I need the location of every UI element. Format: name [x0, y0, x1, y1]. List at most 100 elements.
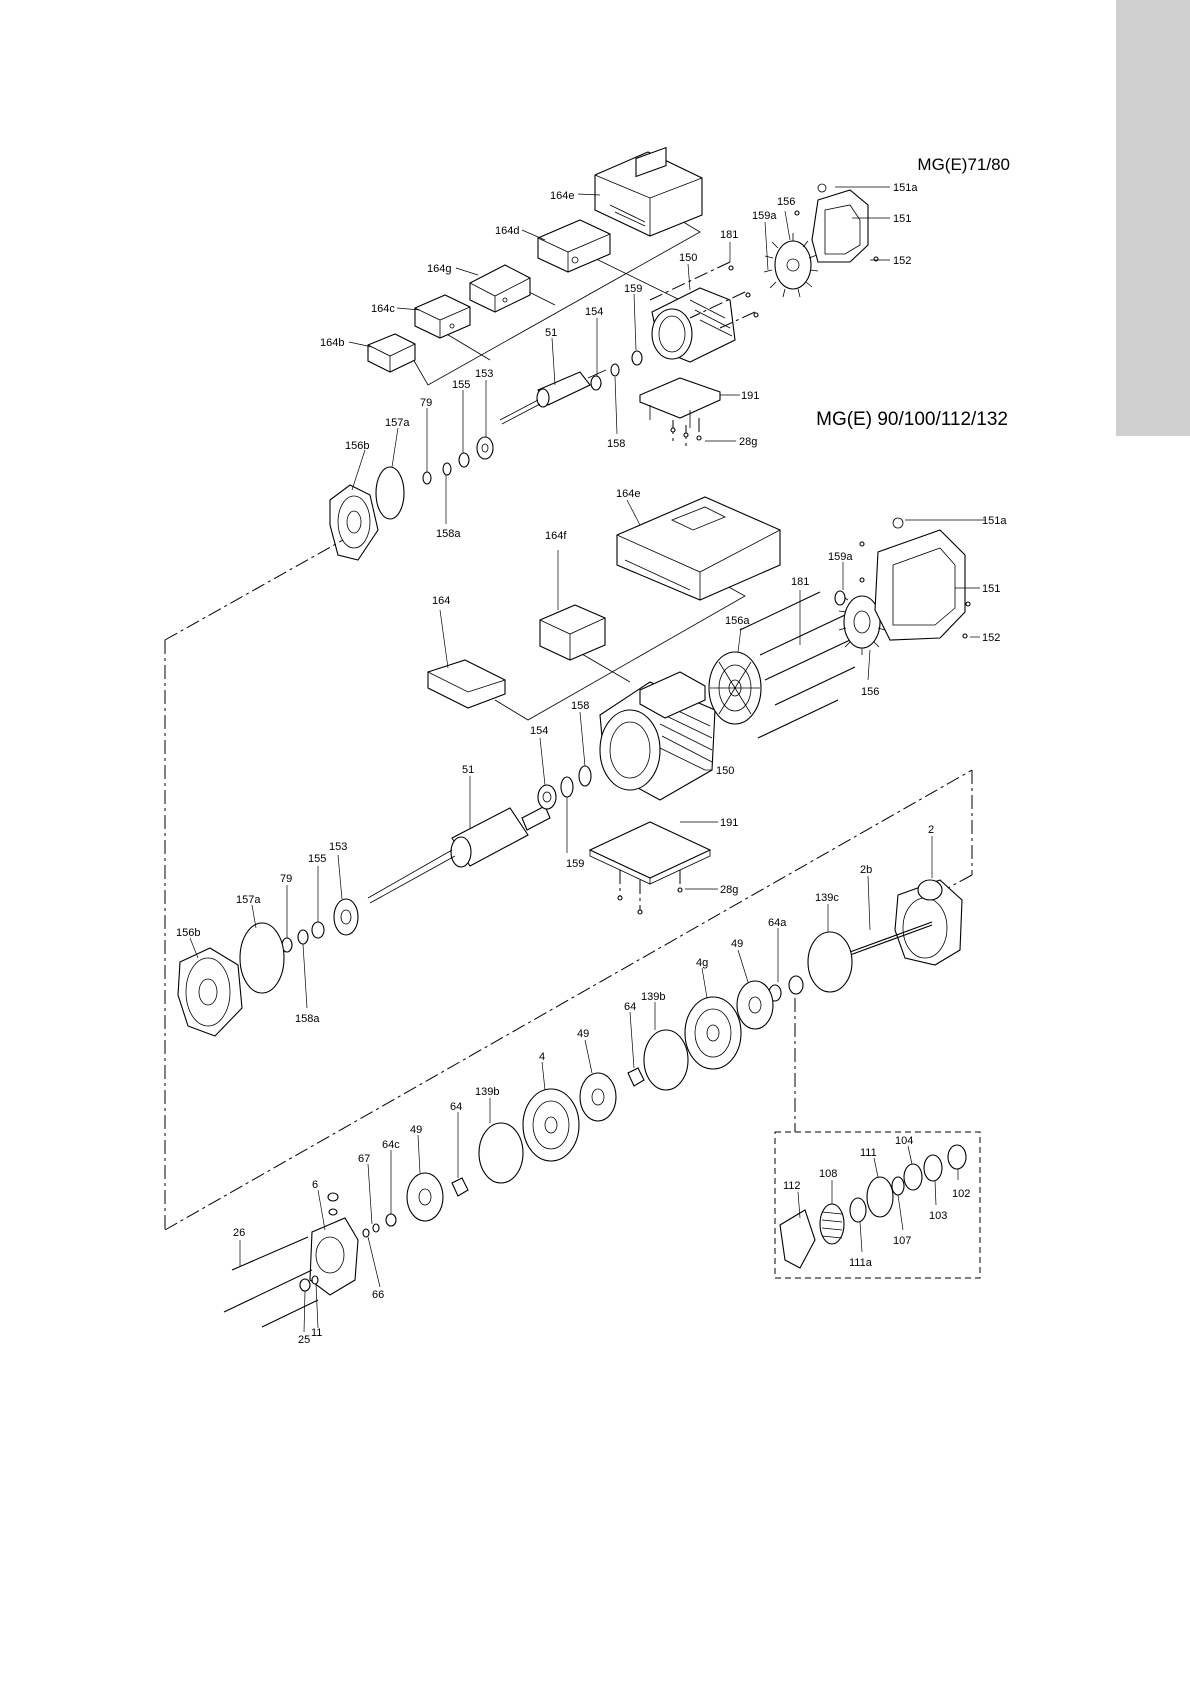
label-156-top: 156: [777, 196, 795, 208]
label-150-mid: 150: [716, 765, 734, 777]
control-box-164e-mid: [616, 496, 781, 601]
tie-rod-26-c: [261, 1299, 319, 1328]
fan-cover-151-mid: [874, 517, 966, 641]
label-159-mid: 159: [566, 858, 584, 870]
nut-66: [362, 1228, 370, 1238]
label-28g-top: 28g: [739, 436, 757, 448]
washer-159a-mid: [834, 590, 846, 606]
nut-64a: [788, 975, 804, 995]
ring-158a-top: [442, 462, 452, 476]
label-49-c: 49: [410, 1124, 422, 1136]
label-51-mid: 51: [462, 764, 474, 776]
label-49-a: 49: [731, 938, 743, 950]
label-4g: 4g: [696, 957, 708, 969]
bolts-181-top: [649, 261, 759, 329]
label-6: 6: [312, 1179, 318, 1191]
label-112: 112: [783, 1180, 801, 1192]
ring-111a: [849, 1197, 867, 1223]
label-164: 164: [432, 595, 450, 607]
tie-rods-181-mid: [739, 591, 856, 739]
label-156b-top: 156b: [345, 440, 369, 452]
end-shield-156a: [708, 651, 762, 725]
label-102: 102: [952, 1188, 970, 1200]
control-box-164e-top: [594, 146, 703, 237]
impeller-49-a: [736, 980, 774, 1030]
label-153-top: 153: [475, 368, 493, 380]
label-104: 104: [895, 1135, 913, 1147]
label-164c: 164c: [371, 303, 395, 315]
label-25: 25: [298, 1334, 310, 1346]
label-111: 111: [860, 1147, 877, 1159]
ring-158-mid: [578, 765, 592, 787]
title-mge-71-80: MG(E)71/80: [917, 155, 1010, 174]
base-plate-191-mid: [588, 821, 712, 915]
label-159-top: 159: [624, 283, 642, 295]
oring-139c: [807, 931, 853, 993]
label-158a-mid: 158a: [295, 1013, 320, 1025]
top-assembly: [329, 146, 879, 561]
label-151-mid: 151: [982, 583, 1000, 595]
seal-111: [866, 1176, 894, 1218]
label-64c: 64c: [382, 1139, 400, 1151]
ring-103: [923, 1154, 943, 1182]
label-164e-top: 164e: [550, 190, 574, 202]
label-154-mid: 154: [530, 725, 548, 737]
label-139c: 139c: [815, 892, 839, 904]
label-2: 2: [928, 824, 934, 836]
washer-155-top: [458, 452, 470, 468]
title-mge-90-132: MG(E) 90/100/112/132: [816, 409, 1008, 430]
label-156-mid: 156: [861, 686, 879, 698]
terminal-box-164d: [537, 219, 611, 273]
end-flange-156b-mid: [177, 947, 243, 1037]
label-28g-mid: 28g: [720, 884, 738, 896]
label-151a-top: 151a: [893, 182, 918, 194]
middle-assembly: [164, 496, 981, 1328]
label-157a-mid: 157a: [236, 894, 261, 906]
bearing-154-top: [590, 375, 602, 391]
label-51-top: 51: [545, 327, 557, 339]
label-164b: 164b: [320, 337, 344, 349]
rotor-shaft-51-mid: [367, 805, 551, 904]
label-67: 67: [358, 1153, 370, 1165]
label-152-top: 152: [893, 255, 911, 267]
stator-housing-150-mid: [599, 671, 716, 801]
seal-part-112: [779, 1209, 816, 1269]
label-164g: 164g: [427, 263, 451, 275]
label-66: 66: [372, 1289, 384, 1301]
impeller-49-c: [406, 1172, 444, 1222]
ring-159-top: [631, 350, 643, 366]
impeller-49-b: [579, 1072, 617, 1122]
label-164d: 164d: [495, 225, 519, 237]
chamber-4: [522, 1088, 580, 1162]
label-151-top: 151: [893, 213, 911, 225]
label-156b-mid: 156b: [176, 927, 200, 939]
label-139b-a: 139b: [641, 991, 665, 1003]
ring-158a-mid: [297, 929, 309, 945]
label-64a: 64a: [768, 917, 787, 929]
shaft-seal-detail-box: [774, 1131, 981, 1279]
spacer-64-a: [627, 1067, 645, 1087]
chamber-4g: [684, 996, 742, 1070]
washer-25: [299, 1278, 311, 1292]
label-152-mid: 152: [982, 632, 1000, 644]
pump-head-2: [894, 879, 963, 966]
ring-159-mid: [560, 776, 574, 798]
fan-cover-151-top: [811, 183, 869, 263]
label-49-b: 49: [577, 1028, 589, 1040]
oring-139b-b: [478, 1122, 524, 1184]
terminal-box-164c: [414, 294, 471, 339]
terminal-box-164f: [539, 604, 606, 661]
stator-housing-150-top: [651, 287, 736, 363]
label-155-mid: 155: [308, 853, 326, 865]
label-108: 108: [819, 1168, 837, 1180]
label-107: 107: [893, 1235, 911, 1247]
bearing-154-mid: [537, 784, 557, 810]
label-2b: 2b: [860, 864, 872, 876]
rotor-shaft-51-top: [499, 369, 607, 425]
label-150-top: 150: [679, 252, 697, 264]
oring-139b-a: [643, 1029, 689, 1091]
label-158-top: 158: [607, 438, 625, 450]
ring-158-top: [610, 363, 620, 377]
terminal-box-164b: [367, 333, 416, 373]
